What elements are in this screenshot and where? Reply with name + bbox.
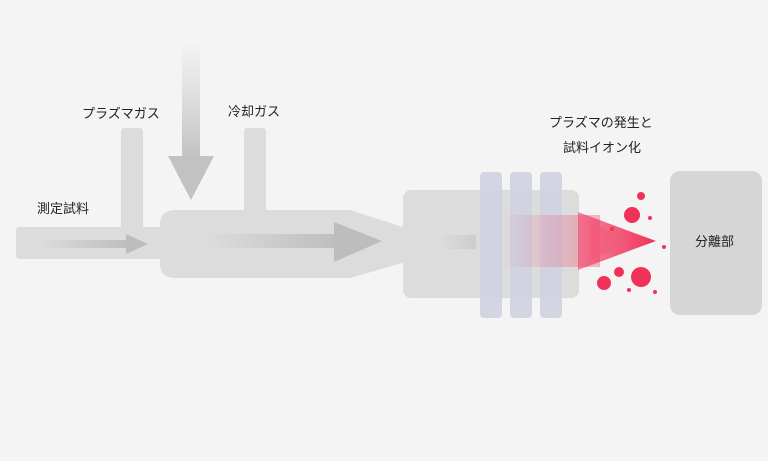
- label-plasma-line1: プラズマの発生と: [549, 116, 653, 131]
- cooling-gas-pipe: [244, 128, 266, 214]
- plasma-beam: [500, 212, 656, 270]
- ion-droplets: [597, 192, 666, 294]
- label-plasma-line2: 試料イオン化: [563, 141, 642, 156]
- label-sample: 測定試料: [37, 202, 90, 217]
- downward-gas-arrow: [168, 42, 214, 200]
- plasma-gas-pipe: [121, 128, 143, 232]
- label-separator: 分離部: [695, 235, 735, 250]
- label-plasma-gas: プラズマガス: [82, 107, 160, 122]
- sample-flow-arrow: [38, 234, 148, 254]
- label-cooling-gas: 冷却ガス: [228, 105, 281, 120]
- induction-coil-1: [480, 172, 502, 318]
- main-flow-arrow: [206, 222, 382, 262]
- separator-box: [670, 171, 762, 315]
- chamber-flow-arrow: [440, 235, 476, 249]
